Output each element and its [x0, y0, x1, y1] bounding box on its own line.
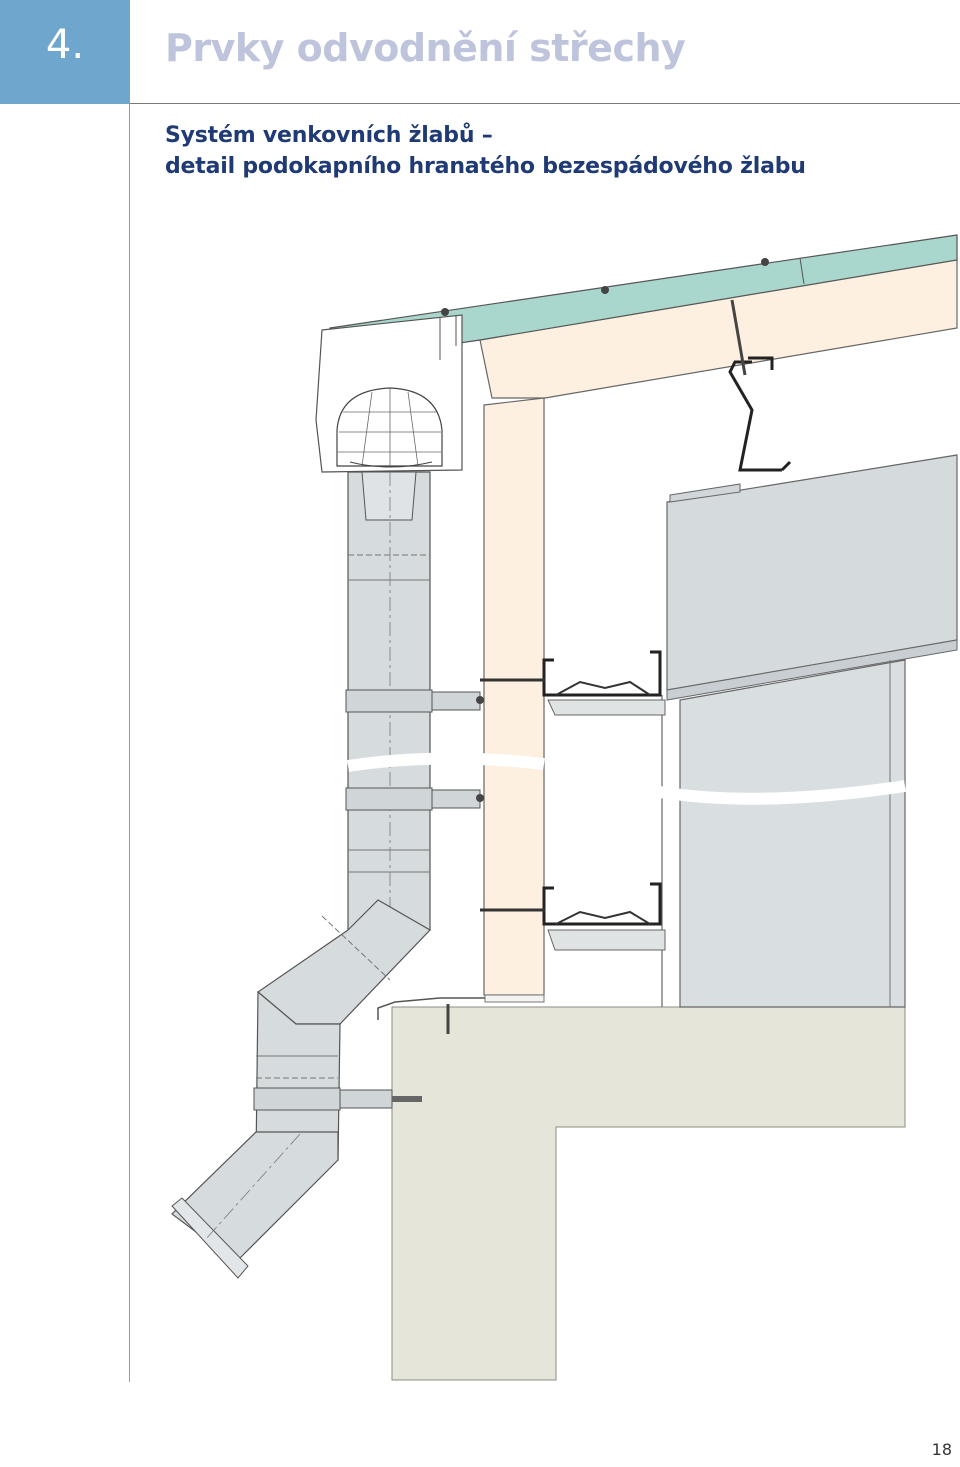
page-title: Prvky odvodnění střechy — [165, 26, 686, 70]
wall-panel-lower — [679, 659, 906, 1008]
gutter-profile-lower — [542, 882, 662, 926]
gutter-profile-upper — [542, 650, 662, 697]
margin-line — [129, 0, 130, 1382]
chapter-badge: 4. — [0, 0, 130, 104]
pipe-bracket-upper — [345, 689, 433, 713]
pipe-bracket-base — [253, 1087, 341, 1111]
wall-insulation — [483, 397, 545, 996]
downpipe-offset — [257, 899, 431, 1025]
chapter-number: 4. — [45, 22, 85, 68]
downpipe-outlet — [171, 1131, 339, 1263]
section-subtitle: Systém venkovních žlabů – detail podokap… — [165, 120, 806, 182]
page-number: 18 — [931, 1440, 952, 1459]
subtitle-line-1: Systém venkovních žlabů – — [165, 123, 493, 148]
wall-panel-edge — [666, 639, 958, 701]
leaf-guard — [336, 387, 443, 467]
subtitle-line-2: detail podokapního hranatého bezespádové… — [165, 154, 806, 179]
gutter-profile-top — [728, 360, 782, 472]
concrete-base — [391, 1006, 906, 1381]
header-divider — [130, 103, 960, 104]
pipe-bracket-lower — [345, 787, 433, 811]
